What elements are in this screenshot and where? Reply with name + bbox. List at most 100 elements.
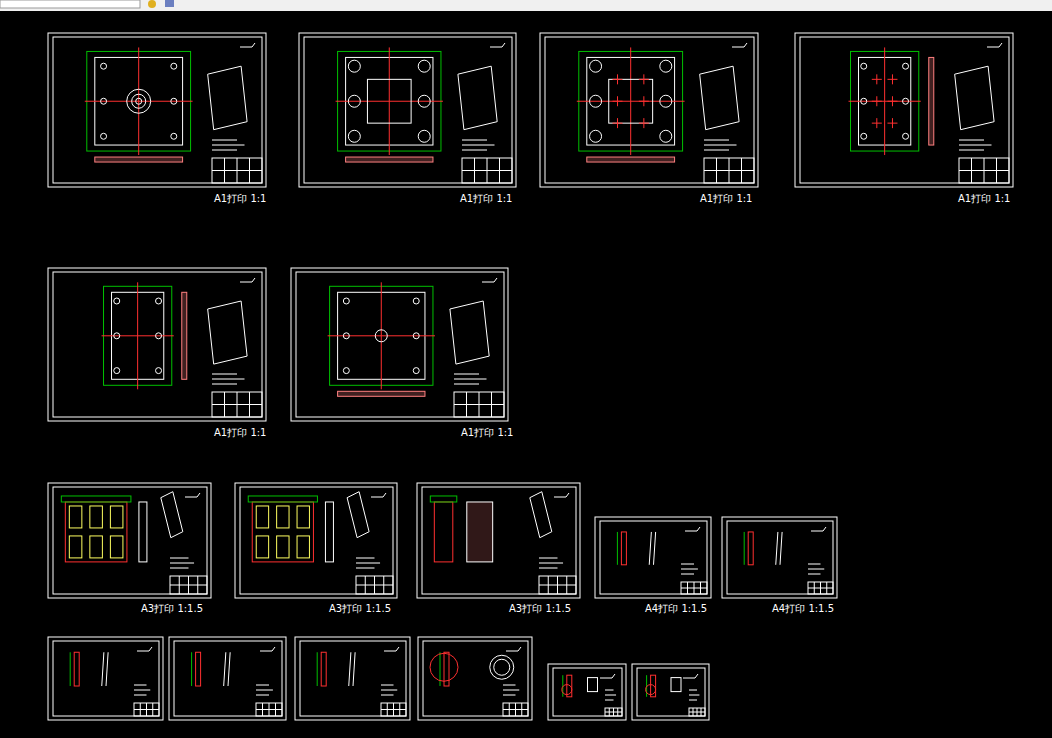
iso-view <box>347 492 369 538</box>
cooling-mark <box>617 118 618 128</box>
stamp <box>252 43 255 47</box>
center-line <box>577 101 685 102</box>
stamp <box>823 527 826 531</box>
hole <box>136 98 142 104</box>
note-line <box>462 150 487 151</box>
note-line <box>808 569 824 570</box>
title-block <box>381 703 406 716</box>
hole <box>101 98 107 104</box>
table-line <box>399 703 400 716</box>
title-block <box>212 392 262 417</box>
pin-view <box>780 532 782 565</box>
sheet-border <box>548 664 626 720</box>
table-line <box>617 708 618 716</box>
note-line <box>212 145 245 146</box>
pin-view <box>654 532 656 565</box>
hole <box>903 98 909 104</box>
stamp <box>396 647 399 651</box>
table-line <box>146 703 147 716</box>
stamp <box>490 47 502 48</box>
tool-icon <box>165 0 174 7</box>
table-line <box>224 158 225 183</box>
sheet-border <box>595 517 711 598</box>
print-scale-label: A4打印 1:1.5 <box>644 603 708 615</box>
hole <box>171 98 177 104</box>
title-block <box>454 392 504 417</box>
hole <box>348 130 360 142</box>
drawing-sheet <box>595 517 711 598</box>
sheet-border <box>632 664 709 720</box>
table-line <box>826 582 827 594</box>
stamp <box>272 647 275 651</box>
hole <box>861 133 867 139</box>
drawing-sheet <box>291 268 508 421</box>
hole <box>646 685 656 695</box>
table-line <box>521 703 522 716</box>
section-view <box>182 292 187 379</box>
note-line <box>605 690 614 691</box>
title-block <box>503 703 528 716</box>
iso-view <box>671 678 681 692</box>
drawing-sheet <box>418 637 532 720</box>
note-line <box>134 690 150 691</box>
note-line <box>381 685 394 686</box>
stamp <box>494 278 497 282</box>
table-line <box>693 708 694 716</box>
print-scale-label: A1打印 1:1 <box>213 427 267 439</box>
table-line <box>996 158 997 183</box>
hole <box>430 653 458 681</box>
table-line <box>188 576 189 594</box>
table-line <box>179 576 180 594</box>
note-line <box>704 145 737 146</box>
title-block <box>256 703 282 716</box>
iso-view <box>530 492 552 538</box>
sheet-border <box>48 637 163 720</box>
cavity <box>367 79 411 123</box>
hole <box>590 95 602 107</box>
cavity <box>609 79 653 123</box>
note-line <box>212 379 245 380</box>
table-line <box>237 392 238 417</box>
sheet-frame <box>53 641 159 716</box>
table-line <box>262 703 263 716</box>
stamp <box>137 651 149 652</box>
dimension-line <box>617 532 618 565</box>
drawing-sheet <box>169 637 286 720</box>
sheet-border <box>48 268 266 421</box>
sheet-frame <box>727 521 833 594</box>
title-block <box>134 703 159 716</box>
cooling-mark <box>892 74 893 84</box>
note-line <box>462 145 495 146</box>
drawing-sheet <box>48 33 266 187</box>
table-line <box>383 576 384 594</box>
stamp <box>987 47 999 48</box>
title-block <box>212 158 262 183</box>
note-line <box>462 140 487 141</box>
hole <box>375 330 387 342</box>
note-line <box>689 695 699 696</box>
table-line <box>984 158 985 183</box>
note-line <box>134 695 147 696</box>
iso-view <box>700 66 739 129</box>
drawing-sheet <box>295 637 410 720</box>
cavity <box>277 506 289 528</box>
stamp <box>685 531 697 532</box>
note-line <box>539 568 558 569</box>
table-line <box>393 703 394 716</box>
drawing-sheet <box>48 268 266 421</box>
cooling-mark <box>643 96 644 106</box>
hole <box>413 333 419 339</box>
stamp <box>566 493 569 497</box>
hole <box>156 368 162 374</box>
dimension-line <box>248 496 317 502</box>
section-view <box>346 157 433 162</box>
cavity <box>297 536 309 558</box>
hole <box>903 63 909 69</box>
note-line <box>356 568 375 569</box>
table-line <box>140 703 141 716</box>
hole <box>590 130 602 142</box>
note-line <box>503 695 516 696</box>
print-scale-label: A4打印 1:1.5 <box>771 603 835 615</box>
sheet-border <box>540 33 758 187</box>
